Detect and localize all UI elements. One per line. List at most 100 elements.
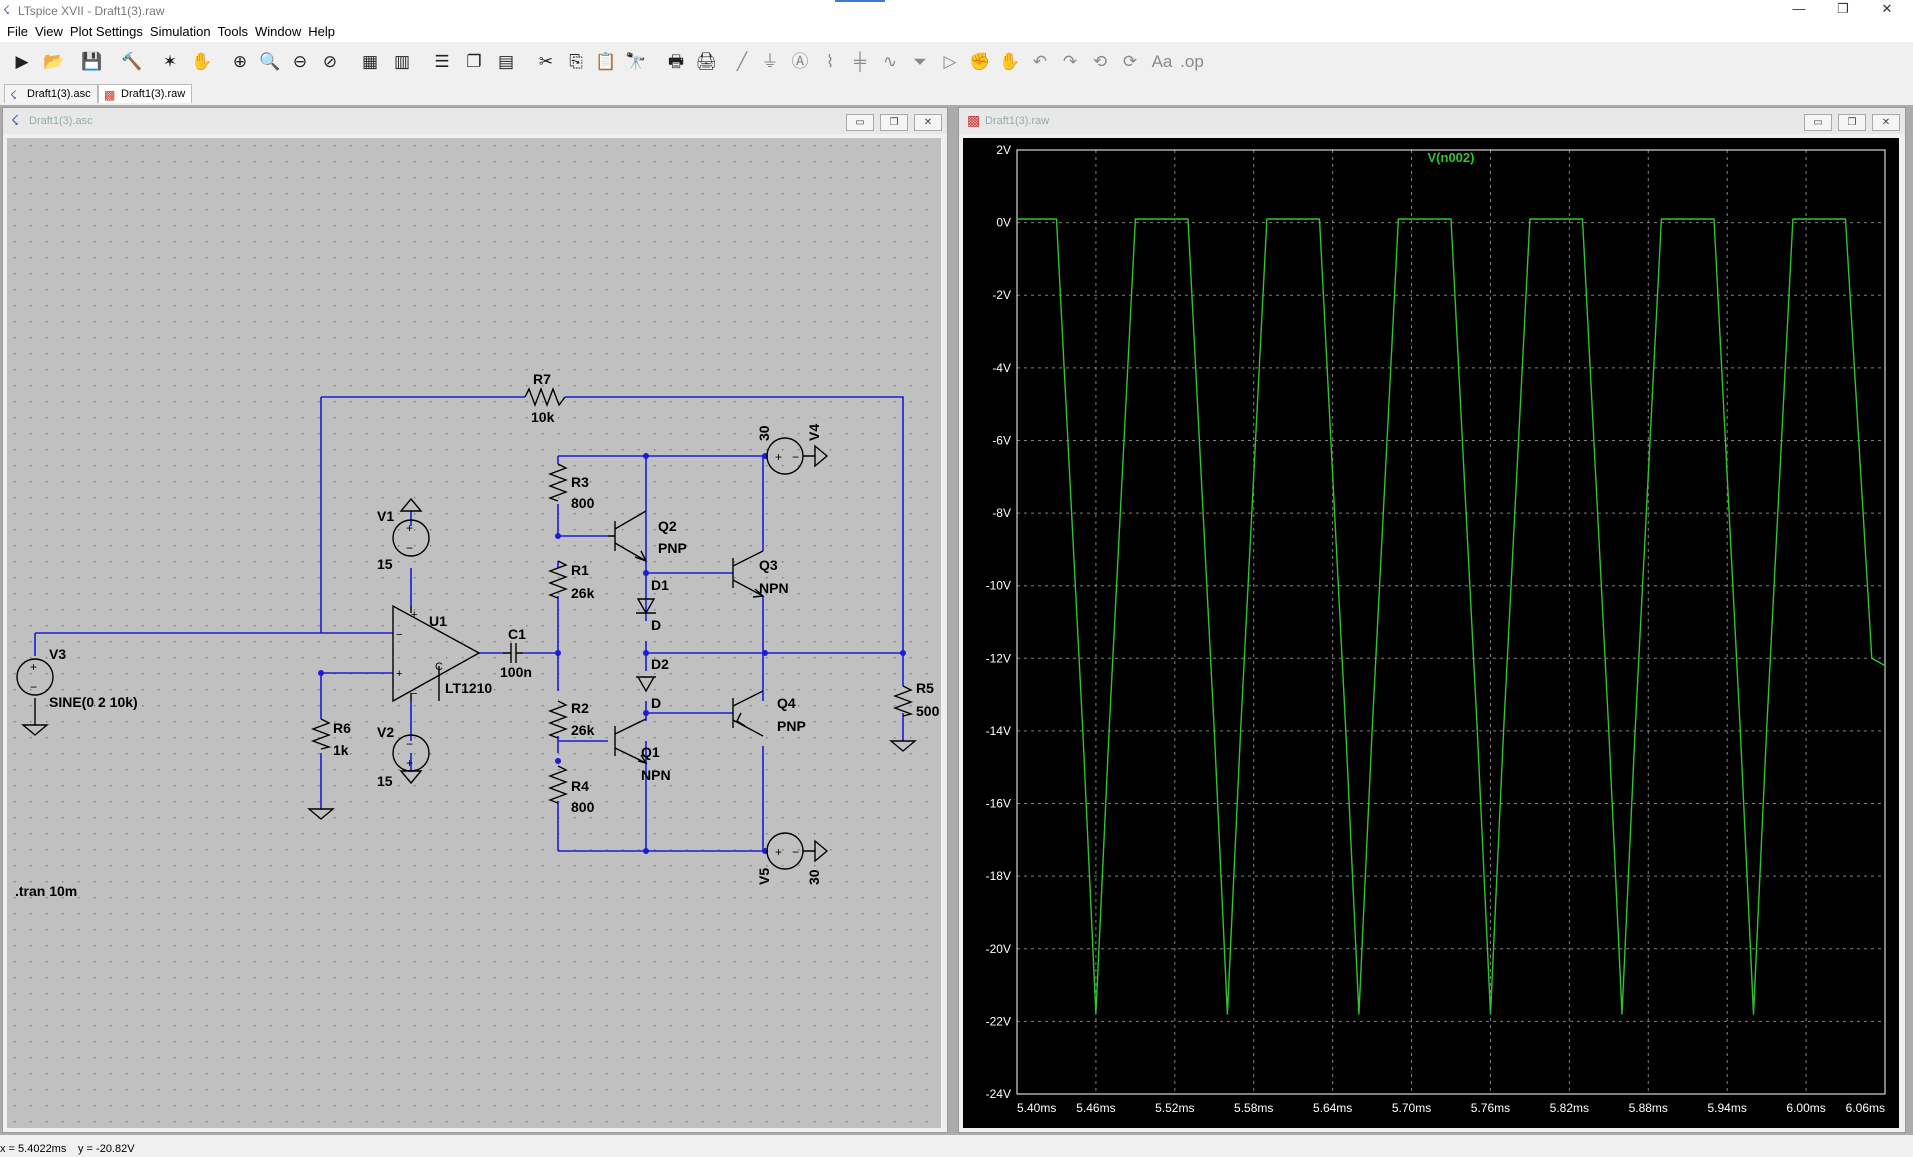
redo-icon[interactable]: ↷ — [1062, 52, 1078, 71]
trace-legend-label[interactable]: V(n002) — [1428, 150, 1475, 165]
tile-horizontal-icon[interactable]: ☰ — [434, 52, 450, 71]
y-tick-label: 2V — [996, 143, 1011, 157]
autorange-y-icon[interactable]: ▥ — [393, 52, 411, 71]
run-icon[interactable]: ▶ — [15, 52, 29, 71]
minimize-icon[interactable]: ▭ — [846, 114, 874, 131]
menu-simulation[interactable]: Simulation — [149, 24, 211, 39]
waveform-title-bar[interactable]: ▩ Draft1(3).raw ▭ ❐ ✕ — [959, 108, 1905, 134]
print-icon[interactable]: 🖨 — [695, 52, 717, 71]
y-tick-label: -16V — [986, 797, 1011, 811]
ground-icon[interactable]: ⏚ — [761, 52, 779, 71]
capacitor-c1[interactable] — [503, 643, 523, 663]
cascade-icon[interactable]: ❐ — [466, 52, 482, 71]
text-icon[interactable]: Aa — [1151, 52, 1173, 71]
source-v3[interactable] — [16, 658, 54, 696]
copy-icon[interactable]: ⎘ — [569, 52, 583, 71]
menu-help[interactable]: Help — [308, 24, 335, 39]
resistor-r2[interactable] — [548, 700, 568, 739]
spice-directive[interactable]: .tran 10m — [15, 883, 77, 899]
label-q2: Q2 — [658, 518, 677, 534]
wire-icon[interactable]: ╱ — [736, 52, 748, 71]
plot-frame — [1016, 149, 1886, 1095]
menu-window[interactable]: Window — [254, 24, 302, 39]
diode-icon[interactable]: ⏷ — [913, 52, 927, 71]
autorange-icon[interactable]: ▦ — [361, 52, 379, 71]
diode-d2[interactable] — [636, 676, 656, 693]
transistor-q4[interactable] — [732, 690, 764, 737]
label-v5: V5 — [756, 868, 772, 885]
label-q3-value: NPN — [759, 580, 789, 596]
tab-waveform[interactable]: ▩ Draft1(3).raw — [98, 84, 193, 103]
restore-icon[interactable]: ❐ — [1838, 114, 1866, 131]
label-r5-value: 500 — [916, 703, 940, 719]
svg-text:−: − — [406, 737, 413, 751]
menu-file[interactable]: File — [7, 24, 28, 39]
schematic-window[interactable]: ☇ Draft1(3).asc ▭ ❐ ✕ — [2, 107, 948, 1133]
label-v1: V1 — [377, 508, 394, 524]
resistor-r6[interactable] — [311, 718, 332, 750]
zoom-out-icon[interactable]: ⊖ — [292, 52, 308, 71]
minimize-icon[interactable]: ▭ — [1804, 114, 1832, 131]
save-icon[interactable]: 💾 — [81, 52, 103, 71]
menu-bar: File View Plot Settings Simulation Tools Wind… — [0, 22, 1913, 42]
x-tick-label: 5.70ms — [1392, 1101, 1431, 1115]
open-icon[interactable]: 📂 — [43, 52, 65, 71]
probe-icon[interactable]: ✶ — [162, 52, 178, 71]
close-icon[interactable]: ✕ — [1872, 114, 1900, 131]
label-net-icon[interactable]: Ⓐ — [791, 52, 809, 71]
cut-icon[interactable]: ✂ — [538, 52, 554, 71]
transistor-q2[interactable] — [608, 510, 648, 563]
schematic-canvas[interactable]: +− −+ +− +− +− R7 10k R3 800 R1 26k R2 2… — [7, 138, 941, 1128]
opamp-u1[interactable] — [392, 604, 481, 703]
schematic-title-bar[interactable]: ☇ Draft1(3).asc ▭ ❐ ✕ — [3, 108, 947, 134]
find-icon[interactable]: 🔭 — [625, 52, 647, 71]
undo-icon[interactable]: ↶ — [1032, 52, 1048, 71]
resistor-r3[interactable] — [548, 463, 568, 502]
x-tick-label: 5.58ms — [1234, 1101, 1273, 1115]
minimize-icon[interactable]: — — [1792, 1, 1806, 16]
zoom-in-icon[interactable]: ⊕ — [232, 52, 248, 71]
resistor-icon[interactable]: ⌇ — [825, 52, 835, 71]
label-r2-value: 26k — [571, 722, 595, 738]
mirror-icon[interactable]: ⟳ — [1122, 52, 1138, 71]
close-icon[interactable]: ✕ — [914, 114, 942, 131]
menu-view[interactable]: View — [34, 24, 63, 39]
menu-plot-settings[interactable]: Plot Settings — [69, 24, 143, 39]
trace-v-n002[interactable] — [1017, 218, 1886, 1015]
pan-icon[interactable]: ✋ — [191, 52, 213, 71]
resistor-r1[interactable] — [548, 560, 568, 599]
x-tick-label: 5.88ms — [1629, 1101, 1668, 1115]
spice-directive-icon[interactable]: .op — [1180, 52, 1204, 71]
component-icon[interactable]: ▷ — [943, 52, 957, 71]
resistor-r5[interactable] — [893, 685, 914, 717]
zoom-area-icon[interactable]: 🔍 — [259, 52, 281, 71]
menu-tools[interactable]: Tools — [217, 24, 248, 39]
print-preview-icon[interactable]: 🖶 — [667, 52, 685, 71]
diode-d1[interactable] — [636, 598, 656, 615]
transistor-q1[interactable] — [614, 718, 648, 765]
tile-vertical-icon[interactable]: ▤ — [497, 52, 515, 71]
source-v1[interactable] — [392, 519, 430, 557]
transistor-q3[interactable] — [732, 550, 765, 598]
control-panel-icon[interactable]: 🔨 — [121, 52, 143, 71]
label-r4: R4 — [571, 778, 589, 794]
paste-icon[interactable]: 📋 — [595, 52, 617, 71]
restore-icon[interactable]: ❐ — [880, 114, 908, 131]
capacitor-icon[interactable]: ╪ — [853, 52, 867, 71]
rotate-icon[interactable]: ⟲ — [1092, 52, 1108, 71]
drag-icon[interactable]: ✋ — [999, 52, 1021, 71]
move-icon[interactable]: ✊ — [969, 52, 991, 71]
label-r7-value: 10k — [531, 409, 555, 425]
resistor-r7[interactable] — [524, 387, 566, 407]
resistor-r4[interactable] — [548, 765, 568, 804]
zoom-cancel-icon[interactable]: ⊘ — [322, 52, 338, 71]
restore-icon[interactable]: ❐ — [1837, 1, 1849, 16]
inductor-icon[interactable]: ∿ — [882, 52, 898, 71]
tab-schematic[interactable]: ☇ Draft1(3).asc — [4, 84, 98, 103]
close-icon[interactable]: ✕ — [1881, 1, 1893, 16]
title-bar: ☇ LTspice XVII - Draft1(3).raw — ❐ ✕ — [0, 0, 1913, 22]
label-v2-value: 15 — [377, 773, 393, 789]
label-v2: V2 — [377, 724, 394, 740]
